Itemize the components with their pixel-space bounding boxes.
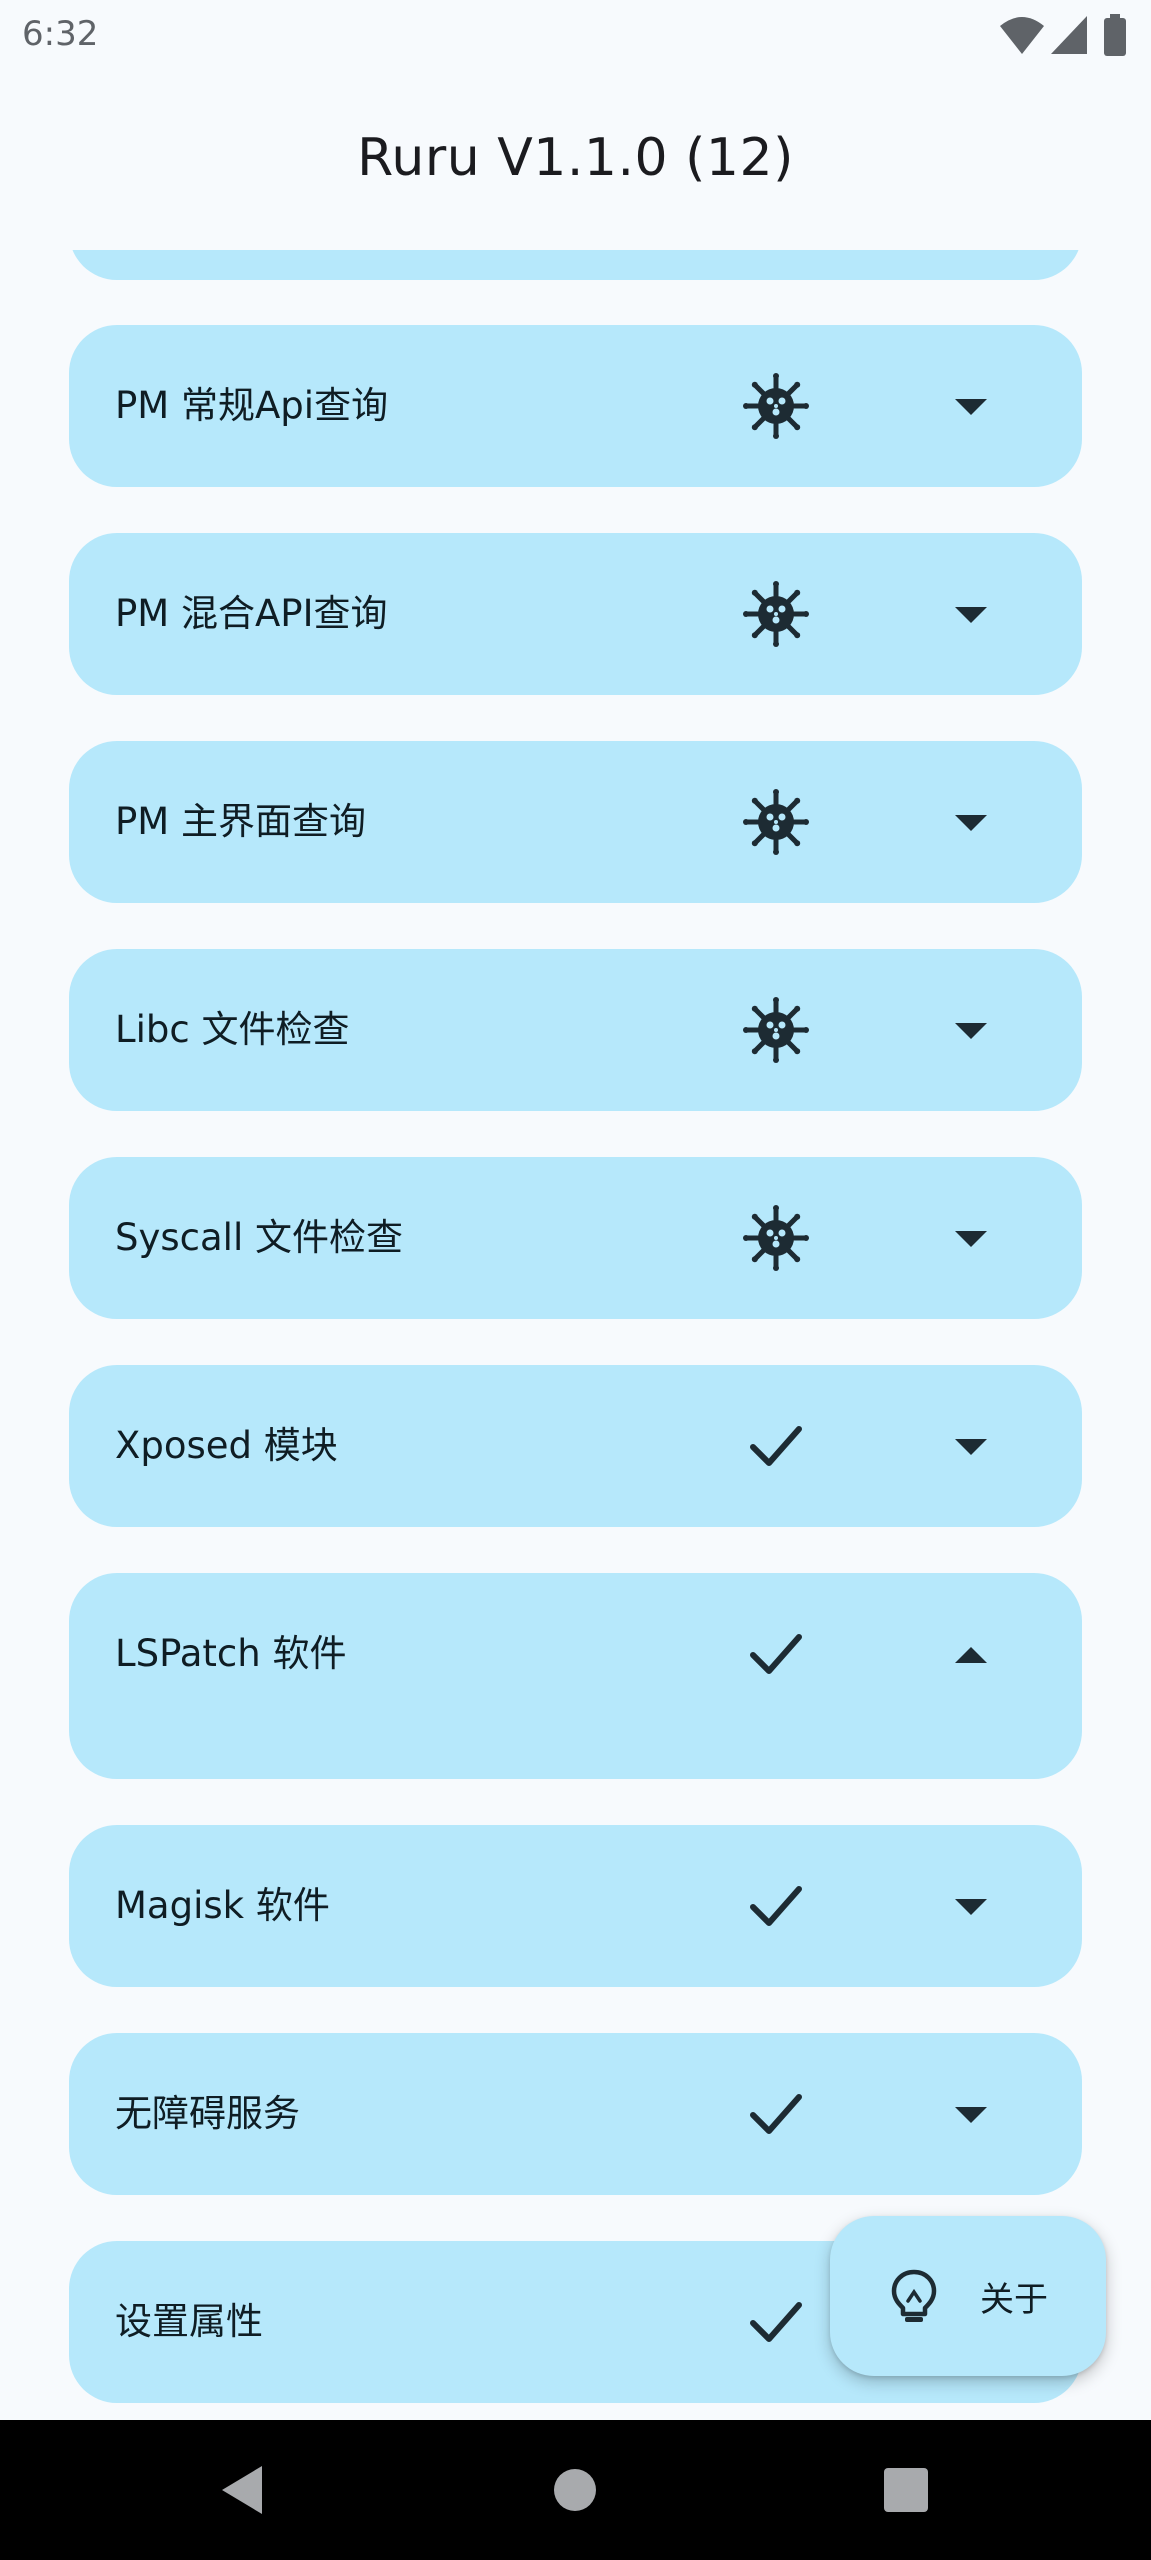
home-icon[interactable] (545, 2460, 605, 2520)
wifi-icon (1000, 17, 1044, 54)
check-label: Xposed 模块 (115, 1424, 338, 1467)
check-card[interactable]: Xposed 模块 (69, 1365, 1082, 1527)
check-icon (741, 1411, 811, 1481)
about-label: 关于 (980, 2280, 1048, 2320)
expand-arrow-icon[interactable] (947, 1215, 995, 1263)
check-label: Syscall 文件检查 (115, 1216, 403, 1259)
app-title: Ruru V1.1.0 (12) (357, 128, 794, 188)
check-label: PM 混合API查询 (115, 592, 388, 635)
expand-arrow-icon[interactable] (947, 799, 995, 847)
check-card[interactable]: PM 主界面查询 (69, 741, 1082, 903)
check-card[interactable]: Libc 文件检查 (69, 949, 1082, 1111)
check-label: 设置属性 (115, 2300, 263, 2343)
expand-arrow-icon[interactable] (947, 383, 995, 431)
battery-icon (1104, 14, 1126, 56)
check-label: LSPatch 软件 (115, 1632, 347, 1675)
virus-icon (741, 995, 811, 1065)
check-icon (741, 2079, 811, 2149)
check-label: Libc 文件检查 (115, 1008, 350, 1051)
check-list[interactable]: PM 常规Api查询 PM 混合API查询 PM 主界面查询 Libc 文件检查 Sys… (0, 250, 1151, 2420)
check-card[interactable]: Syscall 文件检查 (69, 1157, 1082, 1319)
expand-arrow-icon[interactable] (947, 1423, 995, 1471)
expand-arrow-icon[interactable] (947, 2091, 995, 2139)
check-card[interactable]: PM 常规Api查询 (69, 325, 1082, 487)
virus-icon (741, 1203, 811, 1273)
lightbulb-icon (891, 2269, 937, 2322)
check-icon (741, 2287, 811, 2357)
recents-icon[interactable] (876, 2460, 936, 2520)
expand-arrow-icon[interactable] (947, 591, 995, 639)
check-card-partial[interactable] (69, 250, 1082, 280)
check-label: PM 主界面查询 (115, 800, 366, 843)
check-icon (741, 1871, 811, 1941)
virus-icon (741, 579, 811, 649)
back-icon[interactable] (212, 2460, 272, 2520)
check-label: Magisk 软件 (115, 1884, 330, 1927)
signal-icon (1051, 16, 1087, 54)
check-label: PM 常规Api查询 (115, 384, 389, 427)
check-icon (741, 1619, 811, 1689)
check-card[interactable]: PM 混合API查询 (69, 533, 1082, 695)
about-button[interactable]: 关于 (830, 2216, 1106, 2376)
expand-arrow-icon[interactable] (947, 1007, 995, 1055)
navigation-bar (0, 2420, 1151, 2560)
check-card[interactable]: 无障碍服务 (69, 2033, 1082, 2195)
status-icons (999, 14, 1129, 56)
status-time: 6:32 (22, 14, 99, 54)
expand-arrow-icon[interactable] (947, 1883, 995, 1931)
status-bar: 6:32 (0, 0, 1151, 70)
virus-icon (741, 371, 811, 441)
check-label: 无障碍服务 (115, 2092, 300, 2135)
check-card[interactable]: LSPatch 软件 (69, 1573, 1082, 1779)
collapse-arrow-icon[interactable] (947, 1631, 995, 1679)
check-card[interactable]: Magisk 软件 (69, 1825, 1082, 1987)
virus-icon (741, 787, 811, 857)
